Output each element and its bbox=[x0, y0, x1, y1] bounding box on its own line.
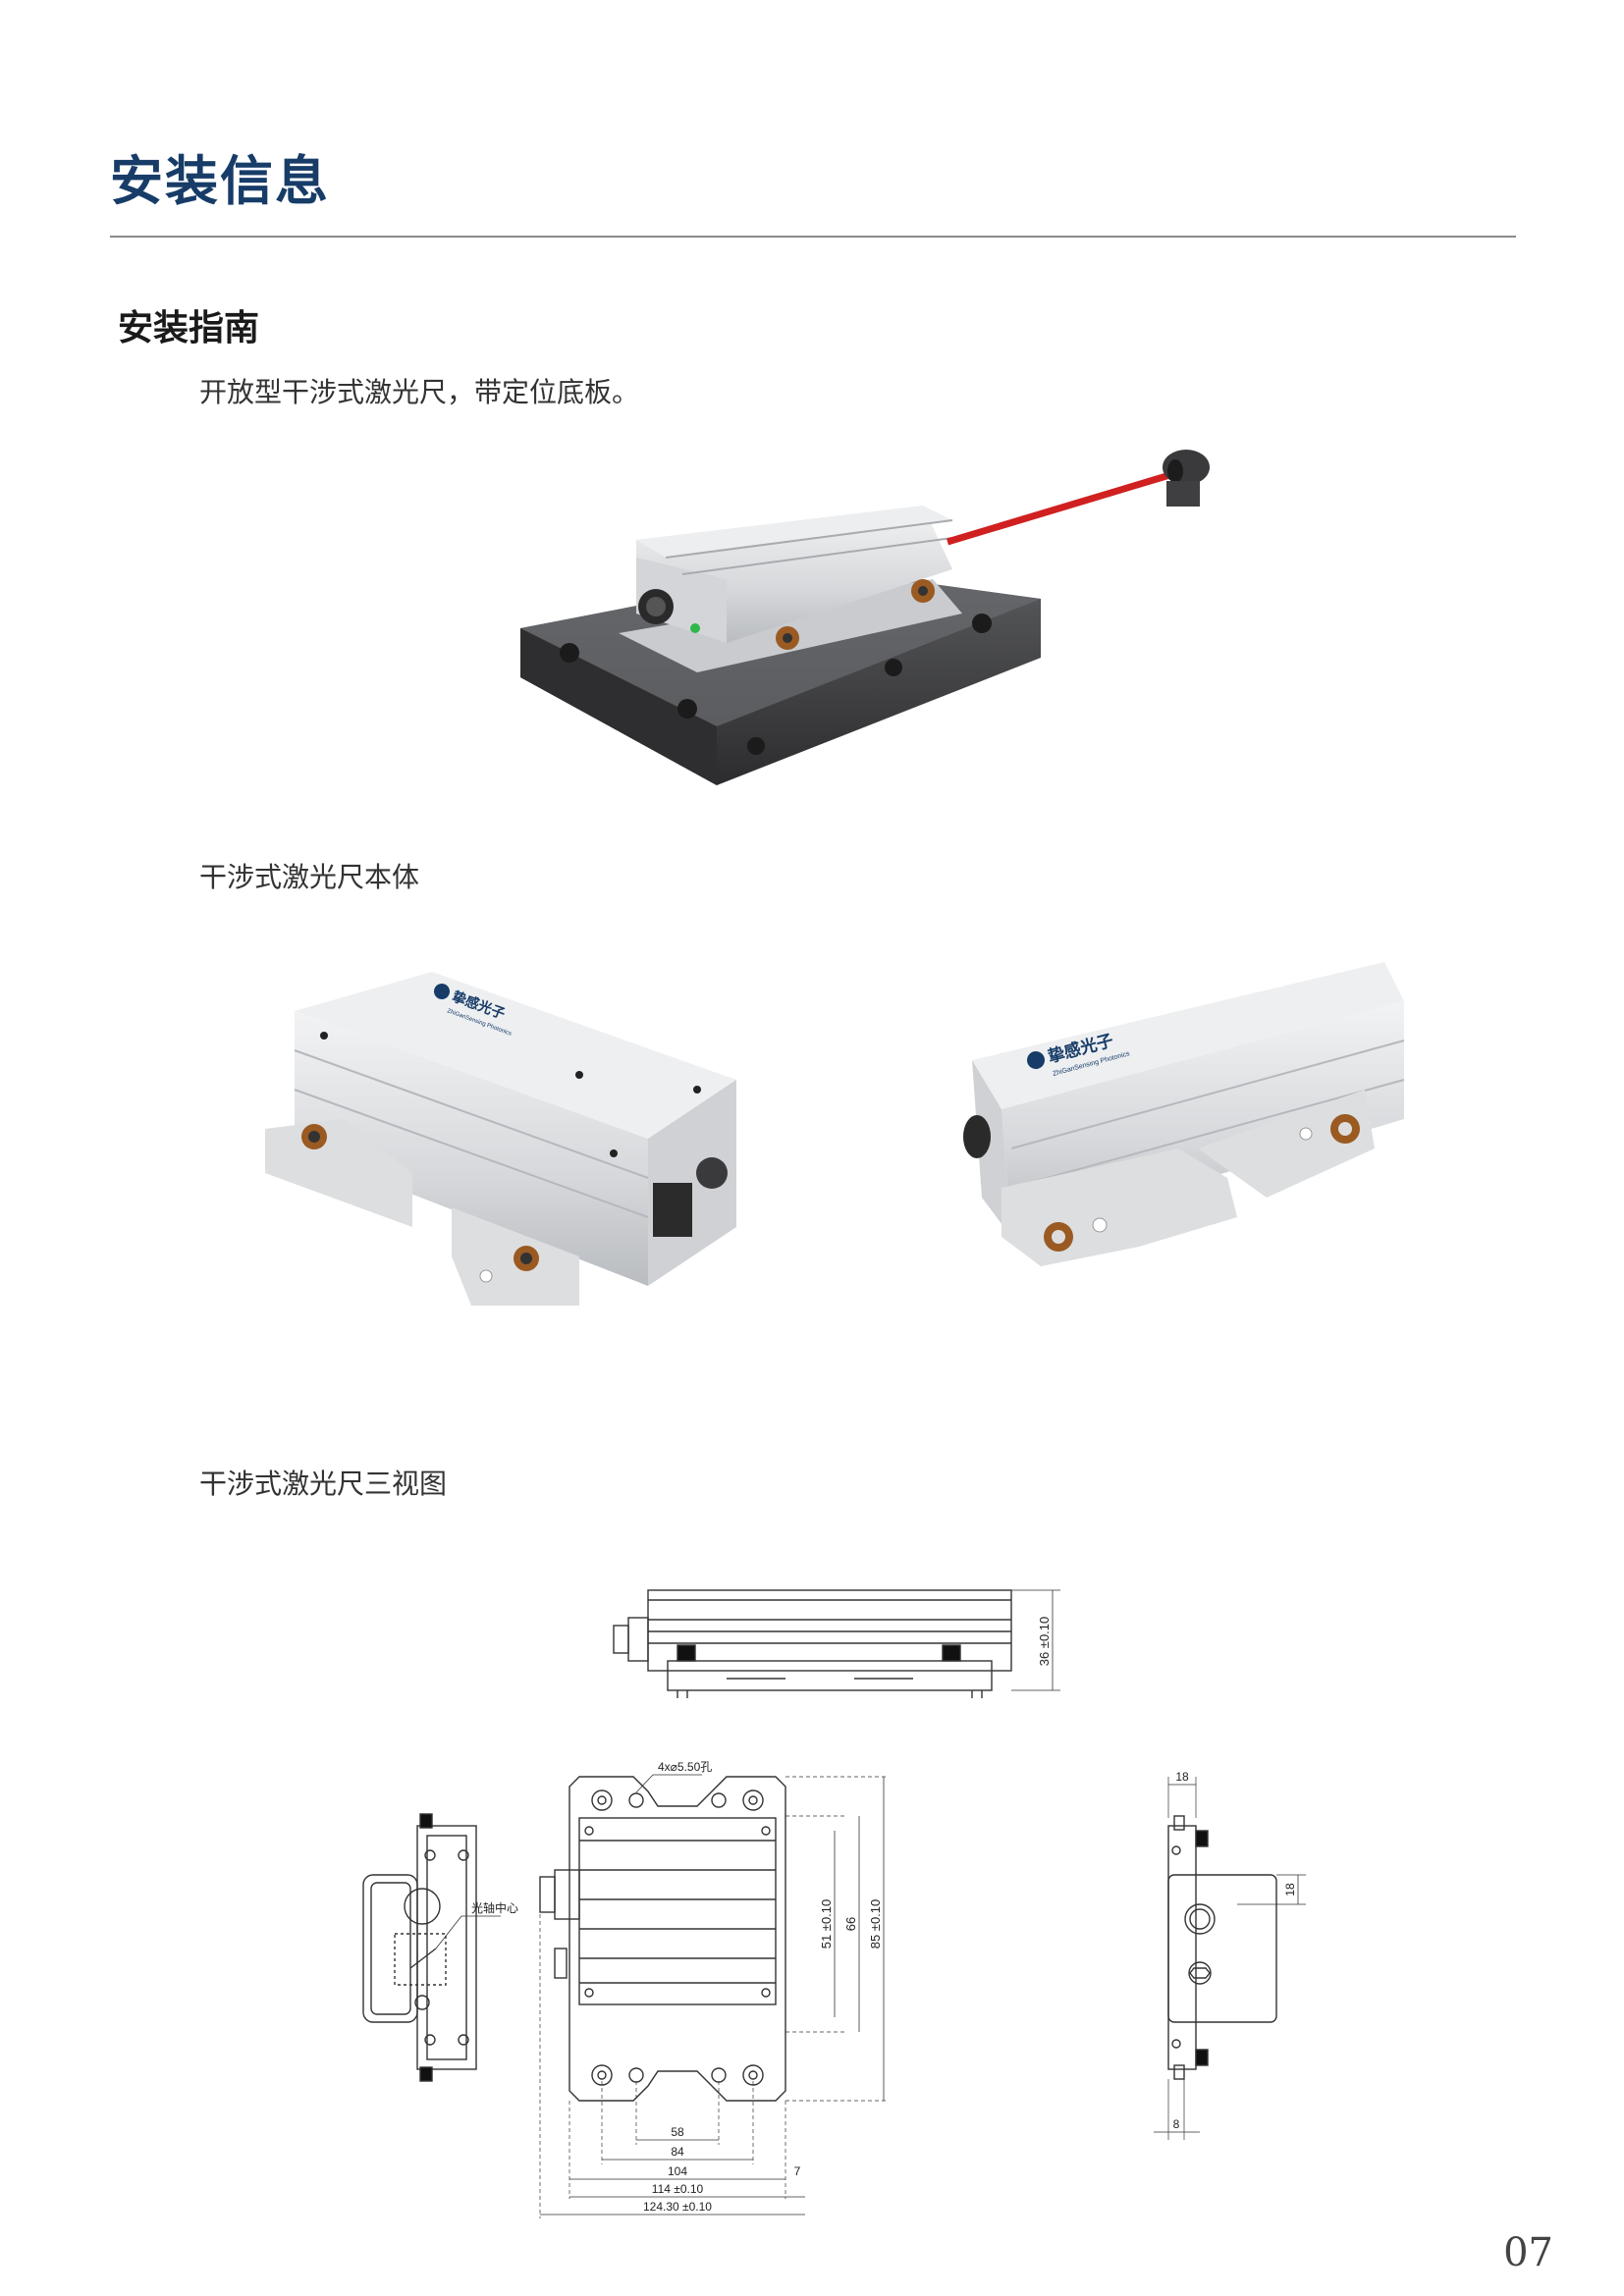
page-title: 安装信息 bbox=[110, 150, 330, 212]
axis-note: 光轴中心 bbox=[471, 1900, 518, 1915]
dim-51: 51 ±0.10 bbox=[819, 1899, 834, 1949]
dim-36: 36 ±0.10 bbox=[1037, 1617, 1052, 1667]
hole-note: 4x⌀5.50孔 bbox=[658, 1760, 712, 1774]
sensor-rear-view: 挚感光子 ZhiGanSensing Photonics bbox=[963, 962, 1405, 1266]
brand-logo-icon bbox=[1027, 1051, 1045, 1069]
dim-66: 66 bbox=[843, 1917, 858, 1931]
page-number: 07 bbox=[1503, 2230, 1553, 2275]
dim-124: 124.30 ±0.10 bbox=[643, 2200, 712, 2214]
dim-84: 84 bbox=[671, 2145, 684, 2159]
dim-18-top: 18 bbox=[1175, 1770, 1189, 1784]
dim-58: 58 bbox=[671, 2125, 684, 2139]
dim-8: 8 bbox=[1173, 2117, 1180, 2131]
intro-text: 开放型干涉式激光尺，带定位底板。 bbox=[199, 376, 640, 408]
caption-views: 干涉式激光尺三视图 bbox=[199, 1468, 448, 1500]
assembly-render bbox=[520, 450, 1210, 785]
brand-logo-icon bbox=[434, 984, 450, 999]
title-divider bbox=[110, 236, 1516, 238]
three-view-drawing: 36 ±0.10 光轴中心 4x⌀5.50孔 51 ±0.10 66 85 ±0… bbox=[362, 1589, 1306, 2218]
laser-beam bbox=[946, 469, 1178, 546]
dim-114: 114 ±0.10 bbox=[652, 2182, 704, 2196]
caption-body: 干涉式激光尺本体 bbox=[199, 861, 420, 893]
dim-104: 104 bbox=[668, 2164, 687, 2178]
dim-85: 85 ±0.10 bbox=[868, 1899, 883, 1949]
section-title: 安装指南 bbox=[118, 308, 260, 348]
dim-18-side: 18 bbox=[1283, 1883, 1297, 1896]
dim-7: 7 bbox=[794, 2164, 801, 2178]
sensor-front-view: 挚感光子 ZhiGanSensing Photonics bbox=[265, 972, 736, 1306]
